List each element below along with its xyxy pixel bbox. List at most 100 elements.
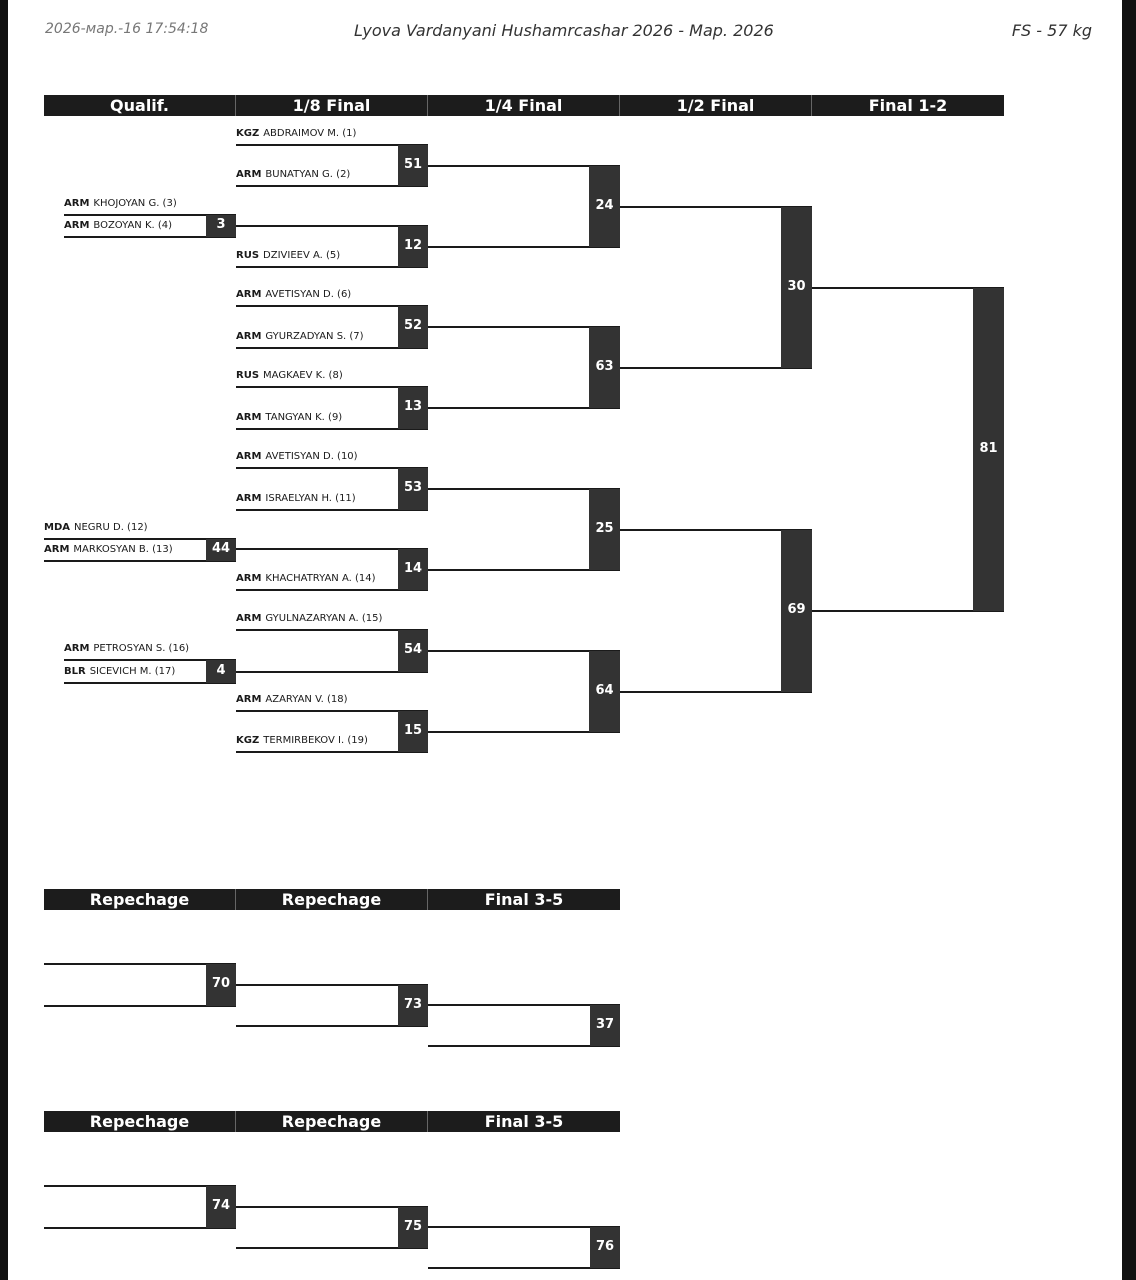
athlete-slot-line bbox=[236, 710, 428, 712]
athlete-name: AVETISYAN D. (10) bbox=[265, 451, 358, 462]
repechage-slot-line bbox=[44, 1227, 236, 1229]
bout-eighth-3: 52 bbox=[398, 306, 428, 348]
bout-eighth-5: 53 bbox=[398, 468, 428, 510]
athlete-slot-line bbox=[236, 509, 428, 511]
bout-eighth-5-number: 53 bbox=[403, 480, 423, 495]
bout-eighth-8-number: 15 bbox=[403, 723, 423, 738]
advance-line bbox=[428, 731, 620, 733]
athlete-country: KGZ bbox=[236, 128, 260, 139]
page-edge-right bbox=[1122, 0, 1136, 1280]
athlete-country: ARM bbox=[236, 613, 262, 624]
bout-eighth-3-number: 52 bbox=[403, 318, 423, 333]
athlete-slot-line bbox=[44, 560, 236, 562]
advance-line bbox=[812, 287, 1004, 289]
athlete-country: RUS bbox=[236, 370, 260, 381]
round-header-quarter: 1/4 Final bbox=[428, 95, 620, 116]
bout-repechage-b-3-number: 76 bbox=[595, 1239, 615, 1254]
repechage-slot-line bbox=[236, 1206, 428, 1208]
athlete-name: TERMIRBEKOV I. (19) bbox=[263, 735, 368, 746]
athlete-name: TANGYAN K. (9) bbox=[265, 412, 343, 423]
bout-eighth-2-number: 12 bbox=[403, 238, 423, 253]
bout-repechage-a-1: 70 bbox=[206, 964, 236, 1006]
bout-repechage-b-1-number: 74 bbox=[211, 1198, 231, 1213]
tournament-title: Lyova Vardanyani Hushamrcashar 2026 - Ма… bbox=[354, 21, 774, 40]
athlete-slot-line bbox=[236, 266, 428, 268]
qualif-winner-line bbox=[236, 671, 428, 673]
bout-quarter-1: 24 bbox=[589, 166, 620, 247]
athlete-country: ARM bbox=[236, 289, 262, 300]
athlete-name: AZARYAN V. (18) bbox=[265, 694, 348, 705]
repechage-header-band-b: Repechage Repechage Final 3-5 bbox=[44, 1111, 620, 1132]
bout-repechage-a-2: 73 bbox=[398, 985, 428, 1026]
athlete-slot-line bbox=[64, 214, 236, 216]
round-header-eighth: 1/8 Final bbox=[236, 95, 428, 116]
athlete-name: NEGRU D. (12) bbox=[74, 522, 148, 533]
repechage-slot-line bbox=[44, 963, 236, 965]
qualif-winner-line bbox=[236, 548, 428, 550]
athlete-name: GYURZADYAN S. (7) bbox=[265, 331, 364, 342]
advance-line bbox=[620, 367, 812, 369]
athlete-country: ARM bbox=[236, 451, 262, 462]
athlete-country: KGZ bbox=[236, 735, 260, 746]
bout-qualif-1-number: 3 bbox=[216, 217, 226, 232]
athlete-slot-line bbox=[236, 305, 428, 307]
athlete-country: ARM bbox=[64, 198, 90, 209]
page-edge-left bbox=[0, 0, 8, 1280]
repechage-header-a-2: Repechage bbox=[236, 889, 428, 910]
bout-quarter-4: 64 bbox=[589, 651, 620, 732]
bout-eighth-4: 13 bbox=[398, 387, 428, 429]
advance-line bbox=[428, 165, 620, 167]
athlete-slot-line bbox=[64, 236, 236, 238]
athlete-slot-line bbox=[236, 144, 428, 146]
rounds-header-band: Qualif. 1/8 Final 1/4 Final 1/2 Final Fi… bbox=[44, 95, 1004, 116]
bout-qualif-3-number: 4 bbox=[216, 663, 226, 678]
repechage-slot-line bbox=[236, 984, 428, 986]
bout-semi-2-number: 69 bbox=[787, 602, 806, 617]
repechage-slot-line bbox=[428, 1004, 620, 1006]
bout-eighth-7: 54 bbox=[398, 630, 428, 672]
bout-repechage-b-3: 76 bbox=[590, 1227, 620, 1268]
advance-line bbox=[620, 529, 812, 531]
advance-line bbox=[620, 206, 812, 208]
athlete-country: RUS bbox=[236, 250, 260, 261]
advance-line bbox=[812, 610, 1004, 612]
bout-repechage-a-2-number: 73 bbox=[403, 997, 423, 1012]
bout-repechage-a-1-number: 70 bbox=[211, 976, 231, 991]
athlete-country: ARM bbox=[236, 412, 262, 423]
athlete-country: ARM bbox=[64, 220, 90, 231]
bout-eighth-6: 14 bbox=[398, 549, 428, 590]
bout-repechage-a-3-number: 37 bbox=[595, 1017, 615, 1032]
athlete-country: ARM bbox=[236, 493, 262, 504]
bout-qualif-1: 3 bbox=[206, 215, 236, 237]
advance-line bbox=[620, 691, 812, 693]
round-header-final: Final 1-2 bbox=[868, 96, 948, 115]
repechage-header-a-1: Repechage bbox=[44, 889, 236, 910]
bout-qualif-2: 44 bbox=[206, 539, 236, 561]
round-header-qualif: Qualif. bbox=[44, 95, 236, 116]
round-header-semi: 1/2 Final bbox=[620, 95, 812, 116]
repechage-slot-line bbox=[236, 1247, 428, 1249]
repechage-header-b-3: Final 3-5 bbox=[484, 1112, 564, 1131]
athlete-country: ARM bbox=[64, 643, 90, 654]
bout-repechage-b-2-number: 75 bbox=[403, 1219, 423, 1234]
athlete-country: ARM bbox=[236, 573, 262, 584]
qualif-winner-line bbox=[236, 225, 428, 227]
repechage-slot-line bbox=[44, 1005, 236, 1007]
bout-qualif-2-number: 44 bbox=[211, 541, 231, 556]
athlete-slot-line bbox=[236, 386, 428, 388]
bout-semi-2: 69 bbox=[781, 530, 812, 692]
athlete-name: BOZOYAN K. (4) bbox=[93, 220, 173, 231]
